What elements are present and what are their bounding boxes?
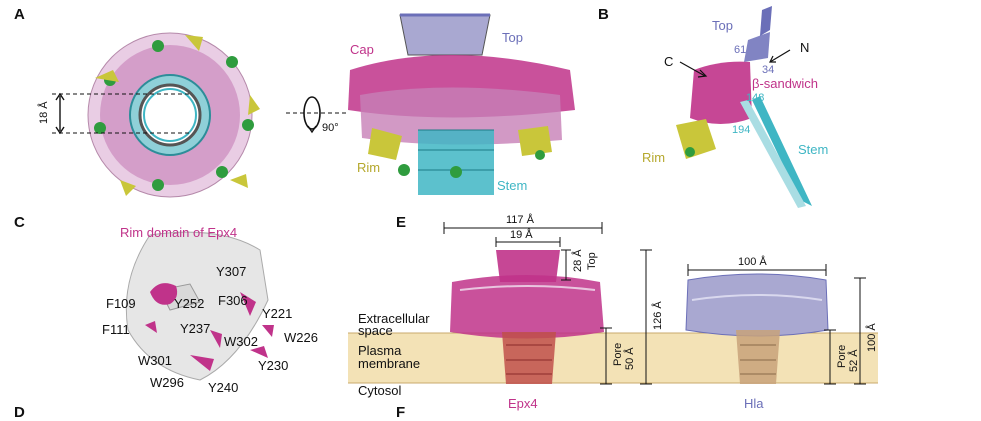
rim-label-a: Rim [357,160,381,175]
rim-domain-structure [125,231,274,381]
panel-e-letter: E [396,214,407,231]
residue-f306: F306 [218,293,248,308]
dim-126: 126 Å [652,301,664,330]
pore-label-hla: Pore [836,344,848,368]
panel-d-letter: D [14,404,25,421]
c-term-arrow [679,61,706,77]
residue-w296: W296 [150,375,184,390]
residue-194: 194 [732,124,751,136]
residue-f109: F109 [106,296,136,311]
c-term-label: C [664,54,674,69]
epx4-side-view [348,13,575,195]
pore-label-epx4: Pore [612,342,624,366]
rotation-label: 90° [322,122,339,134]
rim-label-b: Rim [642,150,666,165]
residue-w301: W301 [138,353,172,368]
top-label-a: Top [502,30,523,45]
residue-61: 61 [734,44,747,56]
residue-y230: Y230 [258,358,289,373]
stem-label-b: Stem [798,142,829,157]
dim-117: 117 Å [506,214,534,226]
panel-a-letter: A [14,6,25,23]
residue-34: 34 [762,64,775,76]
dimension-lines [443,222,866,385]
dim-28: 28 Å [572,249,584,272]
layer-extracellular-1: Extracellular [358,311,430,326]
stem-label-a: Stem [497,178,528,193]
epx4-name: Epx4 [508,396,538,411]
rotation-icon [303,96,321,130]
panel-f-letter: F [396,404,406,421]
n-term-arrow [769,49,791,63]
dim-19: 19 Å [510,229,533,241]
residue-y252: Y252 [174,296,205,311]
layer-cytosol: Cytosol [358,383,402,398]
residue-y240: Y240 [208,380,239,395]
residue-y307: Y307 [216,264,247,279]
layer-plasma-2: membrane [358,356,421,371]
dim-50: 50 Å [624,347,636,370]
residue-w226: W226 [284,330,318,345]
beta-sandwich-label: β-sandwich [752,76,819,91]
panel-c-title: Rim domain of Epx4 [120,225,238,240]
dim-top: Top [586,252,598,270]
residue-y221: Y221 [262,306,293,321]
plasma-membrane-band [348,333,878,383]
dim-100-width: 100 Å [738,256,767,268]
residue-w302: W302 [224,334,258,349]
layer-plasma-1: Plasma [358,343,402,358]
dim-52: 52 Å [848,349,860,372]
panel-b-letter: B [598,6,609,23]
epx4-top-view [87,32,260,198]
dim-100-height: 100 Å [866,323,878,352]
panel-c-letter: C [14,214,25,231]
residue-f111: F111 [102,322,130,337]
cap-label: Cap [350,42,374,57]
hla-name: Hla [744,396,764,411]
measure-label: 18 Å [38,101,50,124]
residue-y237: Y237 [180,321,211,336]
hla-pore-model [685,273,829,384]
epx4-pore-model [450,250,604,384]
epx4-monomer [676,6,812,208]
layer-extracellular-2: space [358,323,393,338]
top-label-b: Top [712,18,733,33]
residue-148: 148 [746,92,765,104]
n-term-label: N [800,40,810,55]
